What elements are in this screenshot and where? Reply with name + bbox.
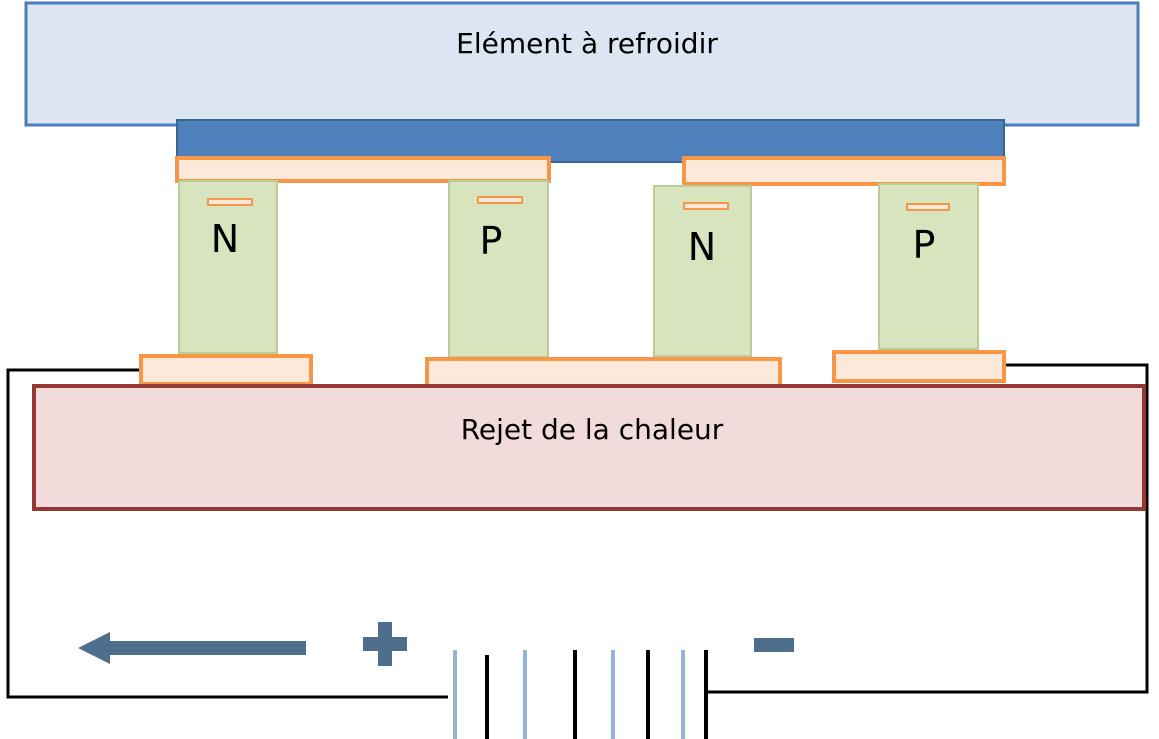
semiconductor-leg: [878, 183, 979, 350]
ceramic-plate-top: [176, 119, 1005, 163]
leg-type-label: P: [480, 219, 503, 263]
minus-sign-icon: [754, 638, 794, 652]
conductor-bottom-right: [832, 350, 1006, 383]
leg-1: N: [178, 180, 278, 354]
plus-sign-icon: [363, 622, 407, 666]
minus-mark-icon: [683, 202, 729, 210]
wire-right: [705, 363, 1149, 694]
cold-side-label: Elément à refroidir: [456, 27, 718, 60]
leg-type-label: N: [211, 217, 239, 261]
leg-type-label: P: [913, 223, 936, 267]
semiconductor-leg: [448, 180, 549, 358]
semiconductor-leg: [178, 180, 278, 354]
minus-mark-icon: [477, 196, 523, 204]
leg-2: P: [448, 180, 549, 358]
leg-4: P: [878, 183, 979, 350]
leg-3: N: [653, 185, 752, 357]
cold-side-block: [24, 1, 1140, 127]
conductor-top-right: [682, 156, 1006, 186]
semiconductor-leg: [653, 185, 752, 357]
minus-mark-icon: [906, 203, 950, 211]
leg-type-label: N: [688, 225, 716, 269]
battery-icon: [453, 650, 708, 739]
conductor-bottom-left: [139, 354, 313, 386]
hot-side-label: Rejet de la chaleur: [461, 413, 724, 446]
arrow-left-icon: [78, 632, 306, 664]
hot-side-block: [32, 384, 1146, 511]
conductor-bottom-middle: [425, 357, 782, 388]
conductor-top-left: [175, 156, 551, 183]
wire-left: [6, 368, 448, 699]
circuit-wire: [6, 363, 1149, 699]
minus-mark-icon: [207, 198, 253, 206]
